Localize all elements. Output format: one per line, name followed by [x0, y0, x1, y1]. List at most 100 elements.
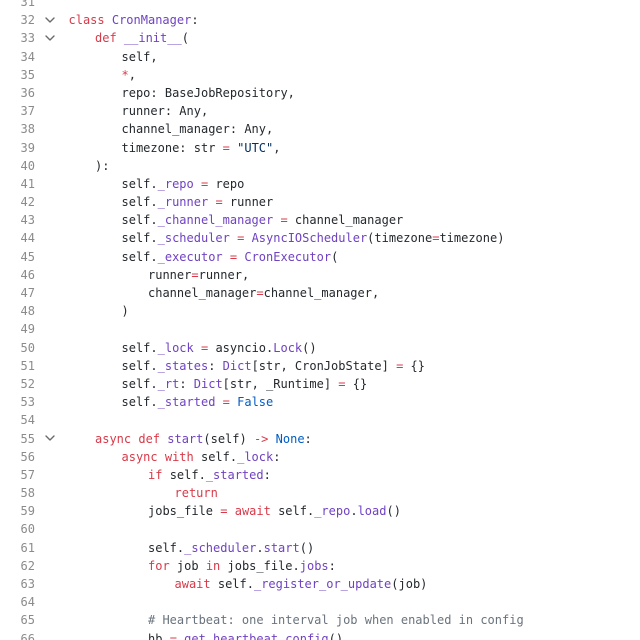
code-token: =	[280, 213, 288, 228]
line-number: 45	[20, 249, 35, 264]
code-line[interactable]: 49	[0, 320, 640, 338]
code-token: self.	[200, 449, 238, 464]
line-number: 63	[20, 577, 35, 591]
line-number: 60	[20, 522, 35, 537]
line-number: 33	[20, 31, 35, 46]
code-line[interactable]: 40):	[0, 157, 640, 175]
code-line[interactable]: 48)	[0, 302, 640, 320]
code-token: in	[205, 558, 228, 573]
code-token: CronManager	[111, 13, 192, 28]
line-number: 55	[20, 431, 35, 446]
code-token: async with	[121, 449, 201, 464]
line-number: 56	[20, 449, 35, 464]
code-token	[194, 177, 201, 191]
code-line[interactable]: 54	[0, 411, 640, 429]
code-text: # Heartbeat: one interval job when enabl…	[148, 611, 524, 629]
code-token: timezone: str	[121, 140, 223, 155]
code-token: .	[350, 504, 358, 519]
code-text: self._scheduler = AsyncIOScheduler(timez…	[122, 229, 505, 247]
code-token: =	[338, 376, 346, 391]
code-token: def	[95, 31, 124, 46]
code-line[interactable]: 65# Heartbeat: one interval job when ena…	[0, 611, 640, 629]
code-token: ):	[95, 158, 110, 173]
line-number: 32	[20, 13, 35, 28]
code-token: await	[234, 504, 279, 519]
line-number: 43	[20, 213, 35, 228]
code-token: =	[237, 231, 245, 246]
code-token: (	[181, 31, 189, 46]
code-token: await	[174, 577, 218, 591]
code-token: self.	[278, 504, 315, 519]
code-text: self._rt: Dict[str, _Runtime] = {}	[122, 375, 368, 393]
code-text: self._states: Dict[str, CronJobState] = …	[122, 357, 425, 375]
code-text: self,	[122, 48, 158, 66]
code-text: ):	[95, 157, 109, 175]
code-token: CronExecutor	[244, 249, 332, 264]
code-token: _rt	[157, 376, 180, 391]
line-number: 50	[20, 340, 35, 355]
code-token: Lock	[273, 340, 303, 355]
code-token: self.	[169, 467, 206, 482]
code-line[interactable]: 31	[0, 0, 640, 11]
code-token: (	[331, 249, 339, 264]
code-line[interactable]: 35*,	[0, 66, 640, 84]
code-text: repo: BaseJobRepository,	[122, 84, 295, 102]
code-token: _scheduler	[184, 540, 257, 555]
code-token: channel_manager: Any,	[121, 122, 274, 137]
line-number: 40	[20, 158, 35, 173]
code-token: _lock	[237, 449, 274, 464]
code-token: timezone)	[439, 231, 505, 246]
code-token: jobs_file	[148, 504, 221, 519]
code-line[interactable]: 56 async with self._lock:	[0, 448, 640, 466]
code-line[interactable]: 50 self._lock = asyncio.Lock()	[0, 339, 640, 357]
code-token: :	[191, 13, 199, 28]
code-token: )	[121, 304, 129, 319]
fold-chevron-down-icon[interactable]	[40, 11, 60, 29]
code-token: ()	[299, 540, 315, 555]
code-token: self.	[121, 395, 158, 410]
line-number: 49	[20, 322, 35, 337]
code-token: self.	[121, 176, 158, 191]
code-token: class	[68, 13, 112, 28]
code-token: channel_manager	[148, 286, 257, 300]
code-line[interactable]: 64	[0, 593, 640, 611]
code-text: channel_manager=channel_manager,	[148, 284, 379, 302]
code-line[interactable]: 60	[0, 520, 640, 538]
fold-chevron-down-icon[interactable]	[40, 29, 60, 47]
line-number: 36	[20, 85, 35, 100]
code-token: (timezone	[367, 231, 433, 246]
code-token: channel_manager	[287, 213, 404, 228]
code-token: self.	[121, 231, 158, 246]
code-text: async with self._lock:	[122, 448, 281, 466]
code-line[interactable]: 32 class CronManager:	[0, 11, 640, 29]
fold-chevron-down-icon[interactable]	[40, 430, 60, 448]
code-token: runner: Any,	[121, 104, 209, 119]
code-line[interactable]: 36 repo: BaseJobRepository,	[0, 84, 640, 102]
line-number: 31	[20, 0, 35, 9]
code-text: self._lock = asyncio.Lock()	[122, 339, 317, 357]
